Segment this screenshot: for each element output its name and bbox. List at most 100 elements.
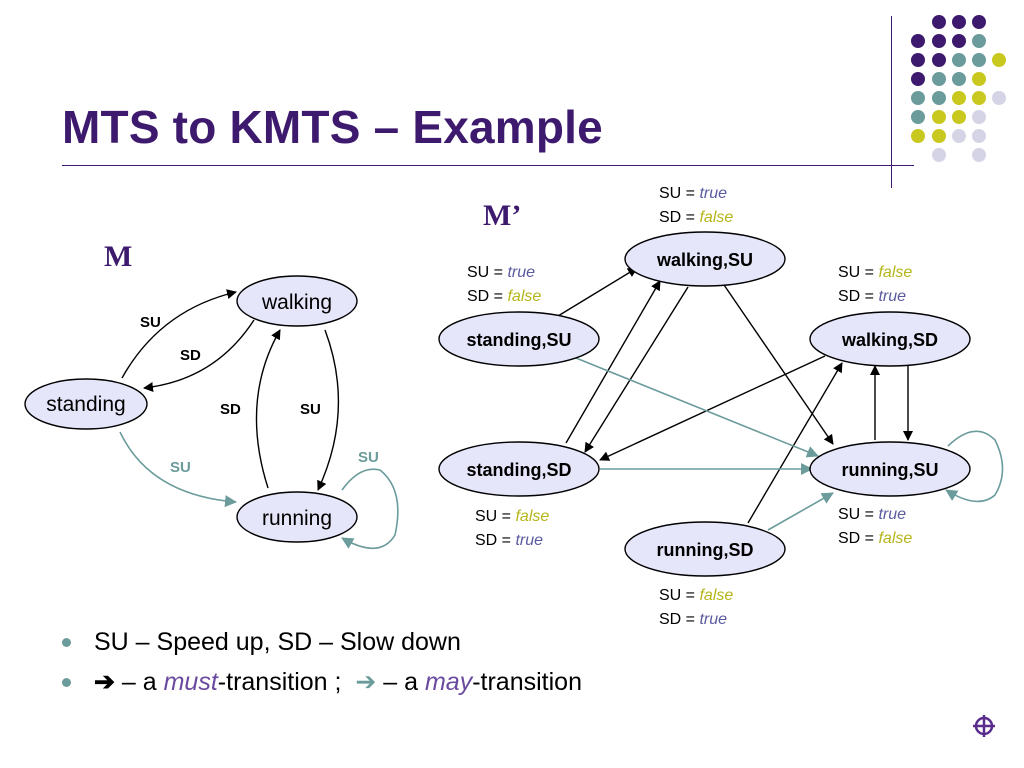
edge-standing-running-may — [119, 431, 237, 508]
ann-value-false: false — [515, 508, 549, 525]
decorative-dot — [932, 53, 946, 67]
crosshair-nav-icon[interactable] — [972, 714, 996, 738]
bullet-text: – a — [376, 668, 425, 696]
decorative-dot — [911, 72, 925, 86]
svg-text:SD = true: SD = true — [475, 532, 543, 549]
may-arrow-icon: ➔ — [355, 668, 377, 696]
m-edge-label-sd-top: SD — [180, 347, 201, 364]
edge-walking-standing-sd — [143, 319, 255, 392]
ann-key: SU = — [475, 508, 515, 525]
slide-title: MTS to KMTS – Example — [62, 101, 603, 153]
m-node-standing-label: standing — [46, 393, 125, 416]
m-node-standing: standing — [24, 378, 148, 430]
decorative-dot — [952, 72, 966, 86]
ann-value-false: false — [878, 264, 912, 281]
may-word: may — [424, 668, 473, 696]
edge-runningsu-loop-may — [945, 430, 1004, 503]
ann-value-false: false — [878, 530, 912, 547]
m-node-running-label: running — [262, 507, 332, 530]
ann-key: SD = — [659, 611, 699, 628]
bullet-dot-icon — [62, 638, 71, 647]
decorative-dot — [972, 129, 986, 143]
annotation-walking-sd: SU = false SD = true — [838, 264, 912, 305]
m-edge-label-su-top: SU — [140, 314, 161, 331]
decorative-dot-grid — [911, 15, 1006, 162]
ann-value-true: true — [878, 506, 906, 523]
ann-key: SD = — [659, 209, 699, 226]
decorative-dot — [932, 15, 946, 29]
svg-text:SD = false: SD = false — [659, 209, 733, 226]
mprime-node-standing-sd: standing,SD — [438, 441, 600, 497]
decorative-dot — [911, 110, 925, 124]
ann-key: SU = — [838, 506, 878, 523]
ann-key: SD = — [838, 288, 878, 305]
decorative-dot — [992, 91, 1006, 105]
decorative-dot — [911, 91, 925, 105]
edge-walkingsd-standingsd — [599, 355, 826, 461]
edge-walking-running-su — [317, 329, 340, 491]
bullet-list: SU – Speed up, SD – Slow down ➔ – a must… — [60, 622, 582, 702]
bullet-dot-icon — [62, 678, 71, 687]
ann-value-true: true — [515, 532, 543, 549]
decorative-dot — [932, 72, 946, 86]
m-edge-label-su-loop: SU — [358, 449, 379, 466]
svg-text:SU = true: SU = true — [467, 264, 535, 281]
decorative-dot — [932, 110, 946, 124]
svg-text:SU = false: SU = false — [475, 508, 549, 525]
ann-value-true: true — [878, 288, 906, 305]
edge-standingsu-walkingsu — [557, 267, 638, 317]
svg-text:SU = true: SU = true — [659, 185, 727, 202]
must-word: must — [163, 668, 218, 696]
decorative-dot — [932, 34, 946, 48]
edge-running-walking-sd — [255, 329, 281, 489]
edge-standing-walking-su — [121, 289, 237, 379]
ann-key: SU = — [659, 587, 699, 604]
mprime-node-walking-sd-label: walking,SD — [841, 330, 938, 350]
annotation-running-sd: SU = false SD = true — [659, 587, 733, 628]
svg-text:SU = false: SU = false — [659, 587, 733, 604]
ann-key: SD = — [475, 532, 515, 549]
svg-text:SD = true: SD = true — [659, 611, 727, 628]
ann-value-true: true — [507, 264, 535, 281]
mprime-label: M’ — [483, 199, 521, 232]
bullet-text: – a — [114, 668, 164, 696]
decorative-dot — [952, 110, 966, 124]
decorative-dot — [911, 129, 925, 143]
bullet-text: -transition — [472, 668, 582, 696]
mprime-node-running-su-label: running,SU — [842, 460, 939, 480]
m-node-running: running — [236, 491, 358, 543]
edge-walkingsu-runningsu — [721, 281, 834, 445]
decorative-dot — [972, 72, 986, 86]
mprime-node-running-sd: running,SD — [624, 521, 786, 577]
decorative-dot — [932, 91, 946, 105]
mprime-node-standing-su: standing,SU — [438, 311, 600, 367]
edge-runningsd-walkingsd — [747, 362, 843, 524]
annotation-running-su: SU = true SD = false — [838, 506, 912, 547]
mprime-node-running-sd-label: running,SD — [657, 540, 754, 560]
annotation-walking-su: SU = true SD = false — [659, 185, 733, 226]
svg-text:SD = false: SD = false — [838, 530, 912, 547]
edge-runningsd-runningsu-may — [767, 492, 834, 531]
ann-key: SD = — [467, 288, 507, 305]
ann-value-true: true — [699, 611, 727, 628]
decorative-dot — [972, 110, 986, 124]
m-label: M — [104, 240, 132, 273]
ann-key: SD = — [838, 530, 878, 547]
ann-value-false: false — [507, 288, 541, 305]
decorative-dot — [972, 15, 986, 29]
vertical-divider — [891, 16, 892, 188]
mprime-node-walking-sd: walking,SD — [809, 311, 971, 367]
decorative-dot — [952, 53, 966, 67]
edge-standingsd-walkingsu — [565, 280, 661, 444]
svg-text:SD = true: SD = true — [838, 288, 906, 305]
mprime-node-standing-su-label: standing,SU — [466, 330, 571, 350]
m-edge-label-su-mid: SU — [300, 401, 321, 418]
decorative-dot — [952, 129, 966, 143]
bullet-text: SU – Speed up, SD – Slow down — [94, 628, 461, 656]
svg-text:SU = true: SU = true — [838, 506, 906, 523]
decorative-dot — [972, 34, 986, 48]
bullet-text: -transition ; — [217, 668, 356, 696]
m-node-walking-label: walking — [261, 291, 332, 314]
decorative-dot — [952, 15, 966, 29]
